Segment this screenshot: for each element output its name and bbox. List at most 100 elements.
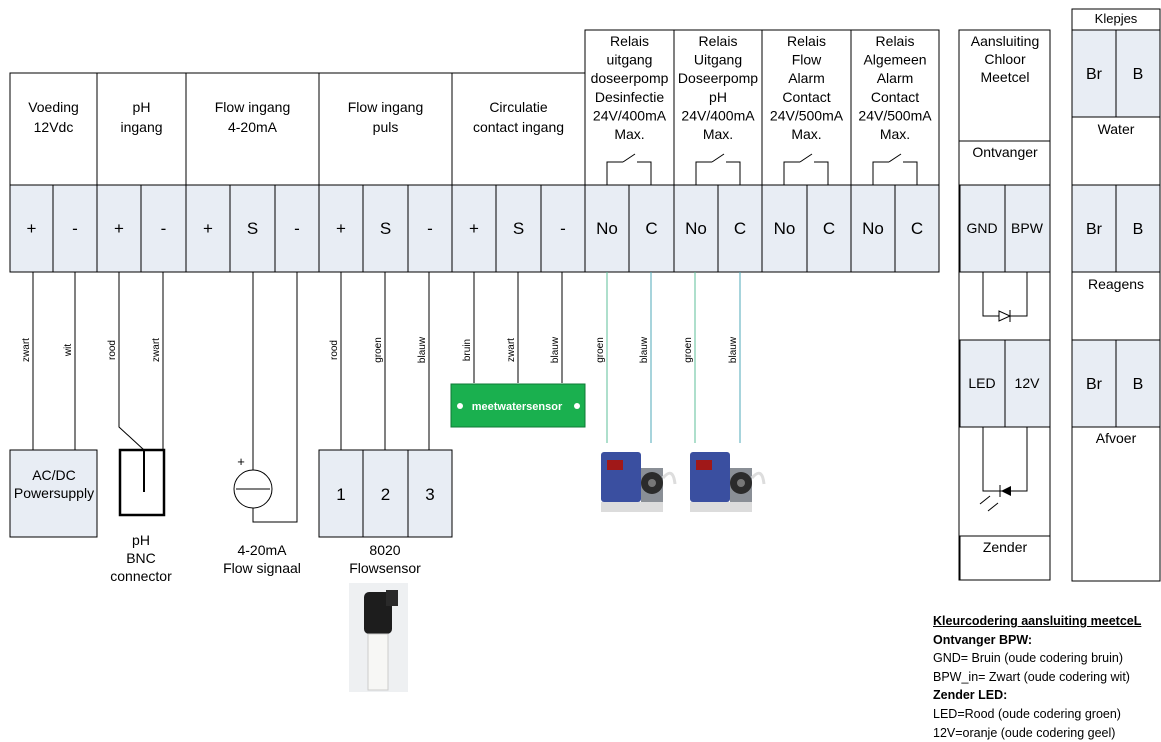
legend-title: Kleurcodering aansluiting meetceL [933,614,1142,628]
terminal [540,184,586,273]
pump-rotor-center [737,479,745,487]
relay-label: Contact [871,89,919,105]
color-legend: Kleurcodering aansluiting meetceL Ontvan… [933,612,1159,742]
terminal [318,184,364,273]
meetcel-terminal [959,339,1006,428]
relay-contact-symbol [903,161,918,185]
powersupply-label: AC/DC [32,467,76,483]
relay-label: Relais [787,33,826,49]
wire-label: blauw [417,336,428,363]
ph-connector-label: pH [132,532,150,548]
meetcel-header-label: Aansluiting [971,33,1040,49]
klepje-terminal [1071,29,1117,118]
terminal-label: S [380,219,391,238]
meetcel-outline [958,29,1051,581]
terminal-label: No [862,219,884,238]
meetcel-terminal [1004,339,1051,428]
terminal-label: No [596,219,618,238]
relay-label: 24V/400mA [681,107,755,123]
legend-ontvanger-bpw: BPW_in= Zwart (oude codering wit) [933,669,1130,684]
legend-zender-led: LED=Rood (oude codering groen) [933,706,1121,721]
wire-label: wit [63,344,74,357]
klepje-terminal [1115,184,1161,273]
flow-signal-label: Flow signaal [223,560,301,576]
terminal-label: No [685,219,707,238]
pump-base [601,502,663,512]
terminal-label: + [336,219,346,238]
terminal-label: + [114,219,124,238]
header-label: 4-20mA [228,119,278,135]
relay-label: Contact [782,89,830,105]
terminal-label: - [427,219,433,238]
pump-tube [661,471,677,485]
relay-label: doseerpomp [591,70,669,86]
relay-contact-symbol [783,161,800,185]
header-box [185,72,320,186]
dosing-pump-image [601,452,677,512]
klepje-terminal-label: Br [1086,221,1103,238]
flowsensor-terminal-label: 3 [425,485,434,504]
relay-contact-symbol [799,153,813,163]
relay-label: Max. [791,126,821,142]
klepje-terminal-label: Br [1086,66,1103,83]
relay-header-box [761,29,852,186]
flow-signal-label: 4-20mA [237,542,287,558]
wire-label: bruin [462,339,473,361]
meetcel-terminal-label: GND [966,220,997,236]
relay-label: Relais [610,33,649,49]
wire-label: groen [373,337,384,363]
flowsensor-terminal [318,449,364,538]
relay-header-box [850,29,940,186]
relay-label: Alarm [788,70,825,86]
flowsensor-terminal [362,449,409,538]
relay-header-box [673,29,763,186]
relay-contact-symbol [872,161,889,185]
relay-label: Desinfectie [595,89,664,105]
meetcel-terminal [1004,184,1051,273]
wire-label: zwart [21,338,32,362]
pump-housing [601,452,641,502]
powersupply-label: Powersupply [14,485,94,501]
terminal [584,184,630,273]
header-label: 12Vdc [34,119,74,135]
klepje-terminal [1115,29,1161,118]
flowsensor-label: Flowsensor [349,560,421,576]
relay-label: 24V/400mA [593,107,667,123]
terminal-label: C [645,219,657,238]
terminal [140,184,187,273]
zender-label: Zender [983,539,1028,555]
flowsensor-body [367,633,389,691]
klepjes-header-label: Klepjes [1095,11,1138,26]
wire-label: blauw [728,336,739,363]
terminal-label: + [469,219,479,238]
relay-contact-symbol [888,153,902,163]
header-box [451,72,586,186]
flowsensor-terminal-label: 2 [381,485,390,504]
pump-base [690,502,752,512]
relay-label: Doseerpomp [678,70,758,86]
terminal-label: - [161,219,167,238]
header-box [9,72,98,186]
meetwatersensor-hole [574,403,580,409]
terminal [96,184,142,273]
dosing-pump-image [690,452,766,512]
relay-contact-symbol [814,161,829,185]
devices: AC/DCPowersupplypHBNCconnector+4-20mAFlo… [9,383,766,692]
led-arrow [987,502,999,512]
zender-box [959,535,1051,581]
flowsensor-terminal-label: 1 [336,485,345,504]
terminal-label: - [72,219,78,238]
flowsensor-label: 8020 [369,542,400,558]
relay-label: Alarm [877,70,914,86]
klepje-terminal-label: Br [1086,376,1103,393]
relay-contact-symbol [695,161,712,185]
meetcel-terminal-label: 12V [1015,375,1041,391]
header-box [318,72,453,186]
klepje-group-label: Afvoer [1096,430,1137,446]
terminal-label: S [513,219,524,238]
